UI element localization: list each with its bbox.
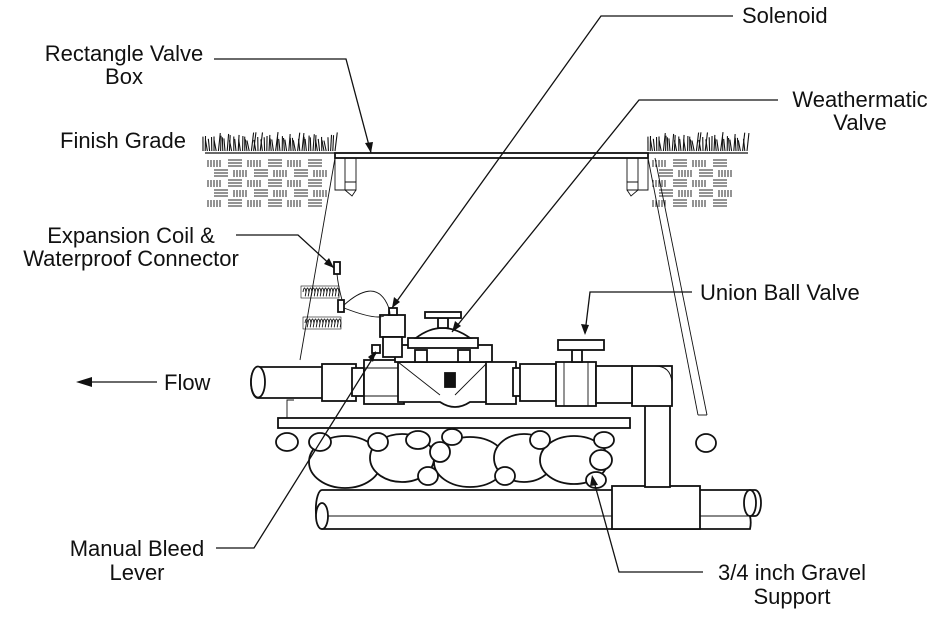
- support-board: [277, 399, 631, 429]
- finish-grade-left: [202, 132, 338, 207]
- riser-pipe: [631, 365, 673, 488]
- label-expansion-coil-2: Waterproof Connector: [23, 246, 239, 271]
- soil-hatch-right: [652, 159, 732, 207]
- label-weathermatic-valve-2: Valve: [833, 110, 886, 135]
- label-manual-bleed-lever-1: Manual Bleed: [70, 536, 205, 561]
- coil-top: [300, 285, 340, 299]
- label-expansion-coil-1: Expansion Coil &: [47, 223, 215, 248]
- label-weathermatic-valve-1: Weathermatic: [792, 87, 927, 112]
- flow-arrow: [76, 377, 157, 387]
- label-rectangle-valve-box-1: Rectangle Valve: [45, 41, 204, 66]
- supply-pipe: [314, 485, 762, 530]
- label-gravel-support-2: Support: [753, 584, 830, 609]
- coil-bottom: [302, 316, 342, 330]
- leader-lines: [214, 15, 778, 573]
- soil-hatch-left: [207, 159, 327, 207]
- grass-left: [202, 132, 338, 152]
- label-manual-bleed-lever-2: Lever: [109, 560, 164, 585]
- label-union-ball-valve: Union Ball Valve: [700, 280, 860, 305]
- label-flow: Flow: [164, 370, 211, 395]
- grass-right: [647, 132, 750, 152]
- finish-grade-right: [647, 132, 750, 207]
- label-gravel-support-1: 3/4 inch Gravel: [718, 560, 866, 585]
- gravel-support: [275, 428, 717, 489]
- expansion-coil: [300, 261, 391, 330]
- label-rectangle-valve-box-2: Box: [105, 64, 143, 89]
- label-solenoid: Solenoid: [742, 3, 828, 28]
- valve-box: [299, 152, 708, 416]
- label-finish-grade: Finish Grade: [60, 128, 186, 153]
